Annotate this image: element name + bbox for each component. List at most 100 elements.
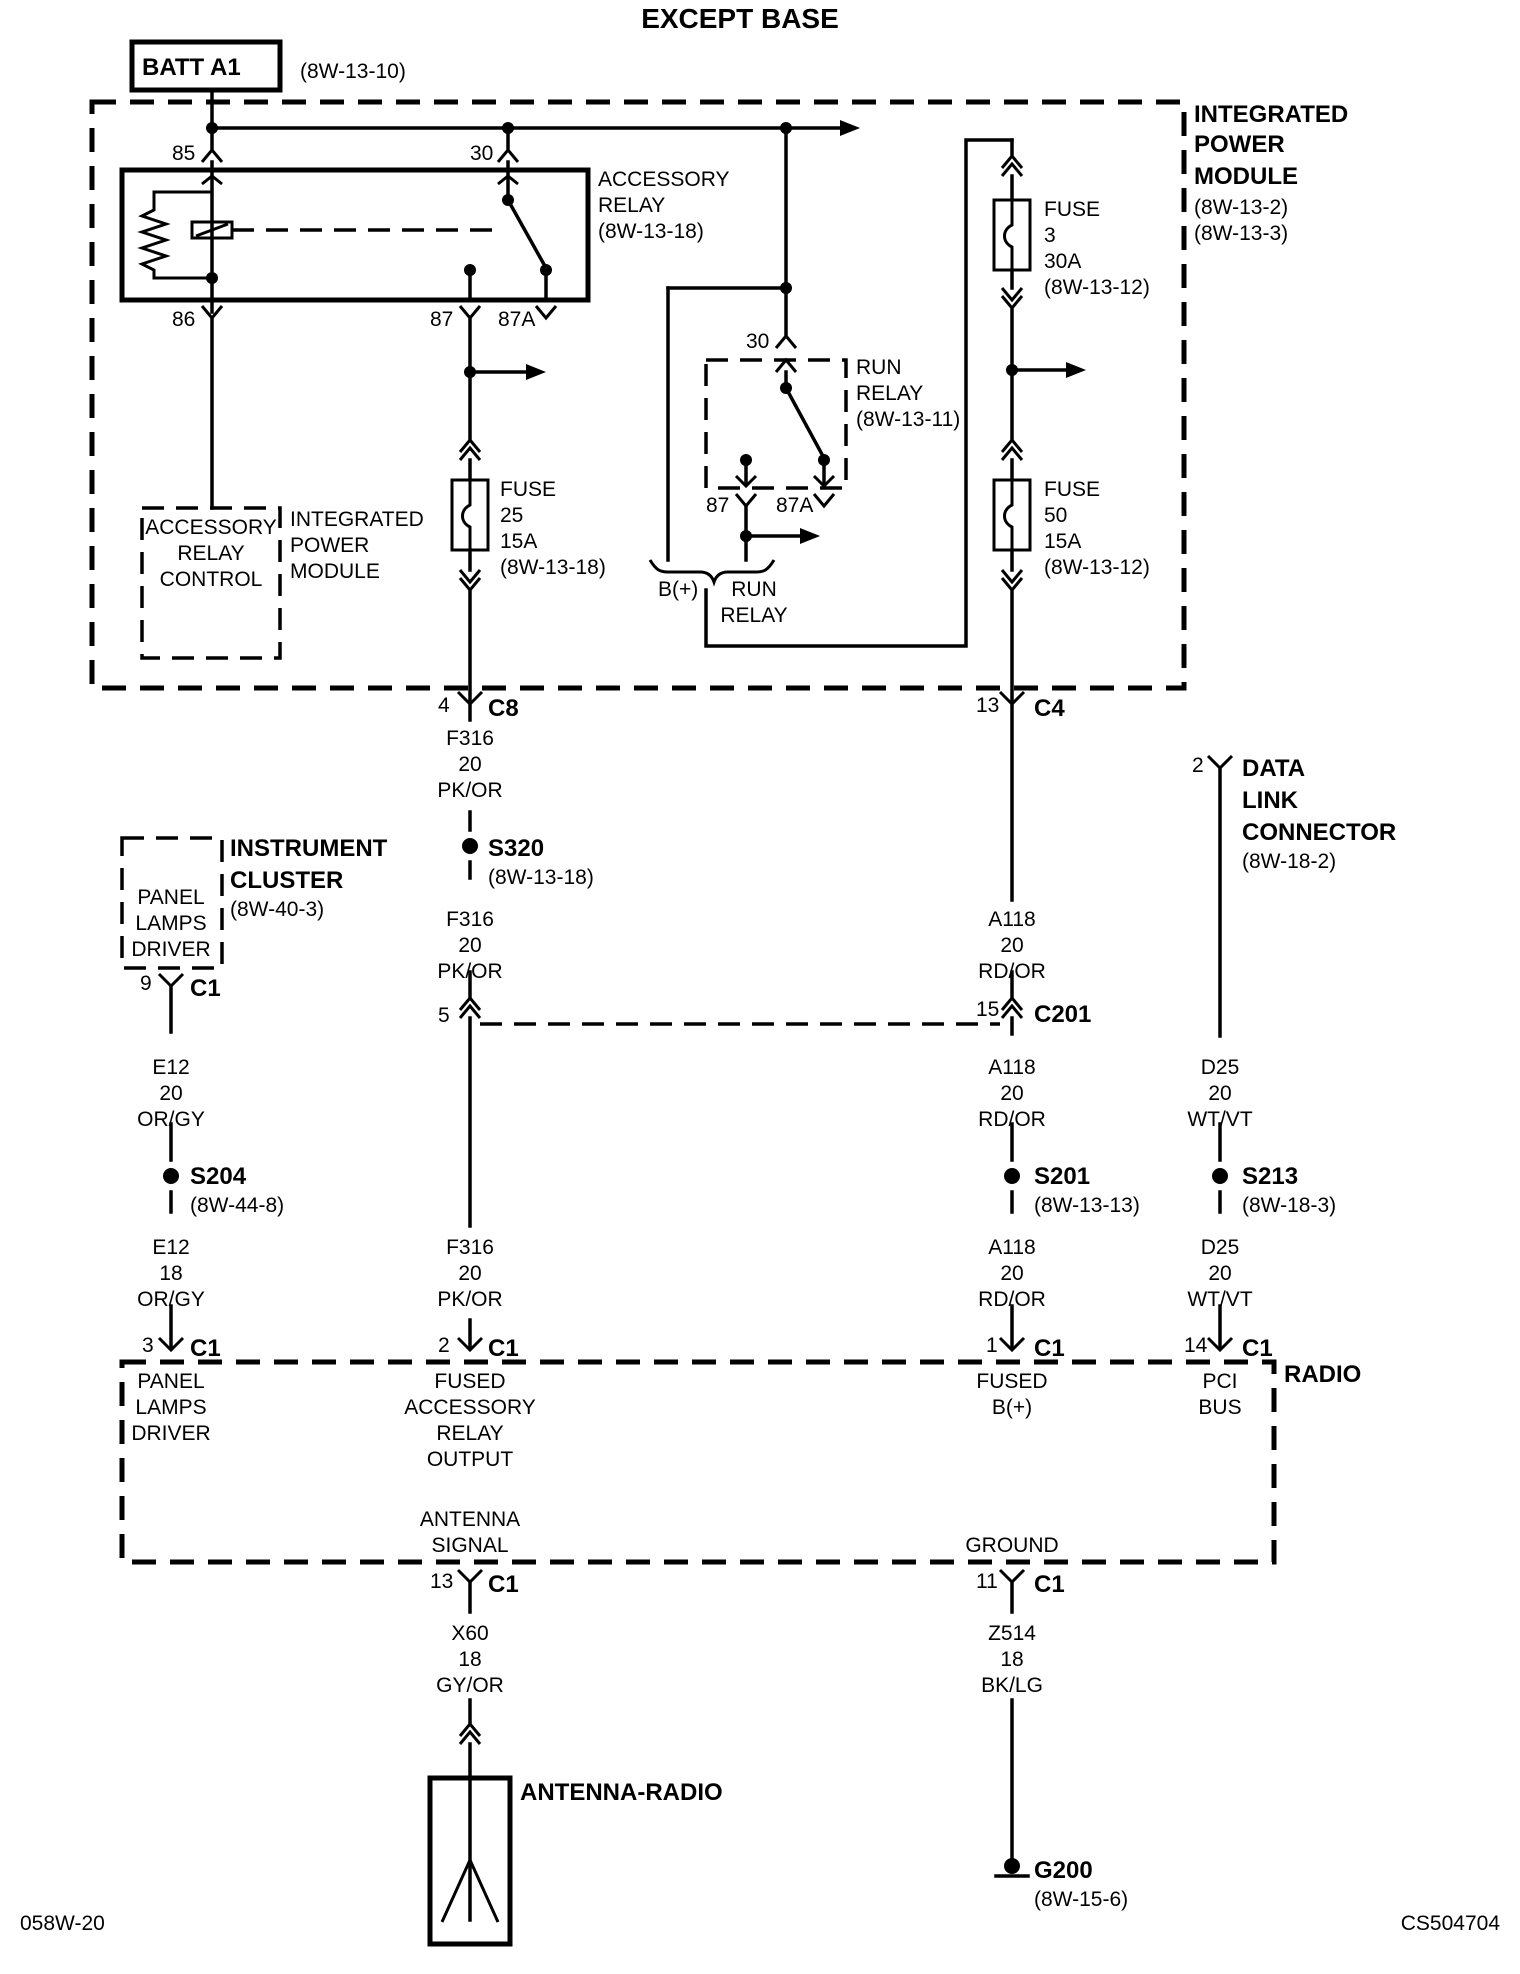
fuse3-ref: (8W-13-12) xyxy=(1044,276,1150,299)
run-relay-ref: (8W-13-11) xyxy=(856,408,960,431)
ground-icon xyxy=(994,1858,1030,1878)
radio-fused-b-1: FUSED xyxy=(976,1370,1047,1393)
acc-ctrl-module-2: POWER xyxy=(290,534,369,557)
acc-ctrl-1: ACCESSORY xyxy=(145,516,277,539)
d25-b-gauge: 20 xyxy=(1208,1262,1231,1285)
radio-fused-acc-4: OUTPUT xyxy=(427,1448,514,1471)
a118-wire xyxy=(998,702,1026,1353)
fuse25-3: 15A xyxy=(500,530,537,553)
d25-b-code: D25 xyxy=(1201,1236,1240,1259)
z514-wire xyxy=(998,1568,1026,1868)
run-relay-bplus: B(+) xyxy=(658,578,698,601)
cluster-box-1: PANEL xyxy=(137,886,204,909)
s320-name: S320 xyxy=(488,835,544,862)
g200-ref: (8W-15-6) xyxy=(1034,1888,1128,1911)
s204-name: S204 xyxy=(190,1163,247,1190)
c201-pin-left: 5 xyxy=(438,1004,450,1027)
radio-pin-14: 14 xyxy=(1184,1334,1208,1357)
fuse3-1: FUSE xyxy=(1044,198,1100,221)
radio-ground: GROUND xyxy=(965,1534,1058,1557)
d25-b-color: WT/VT xyxy=(1187,1288,1252,1311)
f316-wire xyxy=(456,702,484,1353)
radio-conn-2: C1 xyxy=(488,1335,519,1362)
run-relay-brace-2: RELAY xyxy=(720,604,787,627)
c201-name: C201 xyxy=(1034,1001,1091,1028)
batt-ref: (8W-13-10) xyxy=(300,60,406,83)
e12-b-gauge: 18 xyxy=(159,1262,182,1285)
a118-b-gauge: 20 xyxy=(1000,1082,1023,1105)
x60-wire xyxy=(456,1568,484,1780)
f316-a-gauge: 20 xyxy=(458,753,481,776)
s213-ref: (8W-18-3) xyxy=(1242,1194,1336,1217)
run-relay-pin-30: 30 xyxy=(746,330,769,353)
x60-code: X60 xyxy=(451,1622,488,1645)
radio-pin-2: 2 xyxy=(438,1334,450,1357)
a118-c-color: RD/OR xyxy=(978,1288,1046,1311)
acc-ctrl-module-3: MODULE xyxy=(290,560,380,583)
fuse3-2: 3 xyxy=(1044,224,1056,247)
radio-fused-acc-3: RELAY xyxy=(436,1422,503,1445)
acc-ctrl-3: CONTROL xyxy=(160,568,263,591)
radio-conn-11: C1 xyxy=(1034,1571,1065,1598)
f316-a-color: PK/OR xyxy=(437,779,502,802)
f316-b-color: PK/OR xyxy=(437,960,502,983)
radio-pin-3: 3 xyxy=(142,1334,154,1357)
dlc-ref: (8W-18-2) xyxy=(1242,850,1336,873)
radio-conn-13: C1 xyxy=(488,1571,519,1598)
dlc-name-3: CONNECTOR xyxy=(1242,819,1396,846)
x60-color: GY/OR xyxy=(436,1674,504,1697)
e12-a-gauge: 20 xyxy=(159,1082,182,1105)
radio-antenna-1: ANTENNA xyxy=(420,1508,520,1531)
cluster-ref: (8W-40-3) xyxy=(230,898,324,921)
acc-relay-pin-30: 30 xyxy=(470,142,493,165)
z514-code: Z514 xyxy=(988,1622,1036,1645)
f316-c-gauge: 20 xyxy=(458,1262,481,1285)
acc-relay-name-1: ACCESSORY xyxy=(598,168,730,191)
dlc-pin: 2 xyxy=(1192,754,1204,777)
fuse25-1: FUSE xyxy=(500,478,556,501)
d25-a-code: D25 xyxy=(1201,1056,1240,1079)
batt-box xyxy=(129,39,283,93)
fuse50-3: 15A xyxy=(1044,530,1081,553)
battery-bus xyxy=(206,88,860,150)
acc-relay-ref: (8W-13-18) xyxy=(598,220,704,243)
cluster-name-2: CLUSTER xyxy=(230,867,343,894)
radio-pin-11: 11 xyxy=(976,1570,998,1593)
ipm-ref-1: (8W-13-2) xyxy=(1194,196,1288,219)
fuse-25-circuit xyxy=(450,316,546,707)
f316-b-code: F316 xyxy=(446,908,494,931)
acc-relay-pin-87a: 87A xyxy=(498,308,535,331)
x60-gauge: 18 xyxy=(458,1648,481,1671)
run-relay-brace-1: RUN xyxy=(731,578,777,601)
radio-pci-1: PCI xyxy=(1202,1370,1237,1393)
cluster-box xyxy=(120,836,224,970)
acc-ctrl-2: RELAY xyxy=(177,542,244,565)
radio-panel-2: LAMPS xyxy=(135,1396,206,1419)
f316-c-color: PK/OR xyxy=(437,1288,502,1311)
s201-ref: (8W-13-13) xyxy=(1034,1194,1140,1217)
a118-b-color: RD/OR xyxy=(978,1108,1046,1131)
ipm-title-1: INTEGRATED xyxy=(1194,101,1348,128)
dlc-name-2: LINK xyxy=(1242,787,1299,814)
fuse25-ref: (8W-13-18) xyxy=(500,556,606,579)
e12-b-code: E12 xyxy=(152,1236,189,1259)
c201-pin-right: 15 xyxy=(976,998,999,1021)
s213-name: S213 xyxy=(1242,1163,1298,1190)
acc-relay-pin-86: 86 xyxy=(172,308,195,331)
fuse3-3: 30A xyxy=(1044,250,1081,273)
z514-gauge: 18 xyxy=(1000,1648,1023,1671)
run-relay-name-1: RUN xyxy=(856,356,902,379)
a118-a-color: RD/OR xyxy=(978,960,1046,983)
e12-a-color: OR/GY xyxy=(137,1108,205,1131)
accessory-relay xyxy=(119,147,591,321)
ipm-boundary xyxy=(89,99,1187,691)
ipm-title-3: MODULE xyxy=(1194,163,1298,190)
d25-wire xyxy=(1206,754,1234,1353)
radio-fused-b-2: B(+) xyxy=(992,1396,1032,1419)
ipm-title-2: POWER xyxy=(1194,131,1285,158)
a118-b-code: A118 xyxy=(988,1056,1036,1079)
a118-c-code: A118 xyxy=(988,1236,1036,1259)
f316-a-code: F316 xyxy=(446,727,494,750)
radio-conn-14: C1 xyxy=(1242,1335,1273,1362)
c4-pin: 13 xyxy=(976,694,999,717)
